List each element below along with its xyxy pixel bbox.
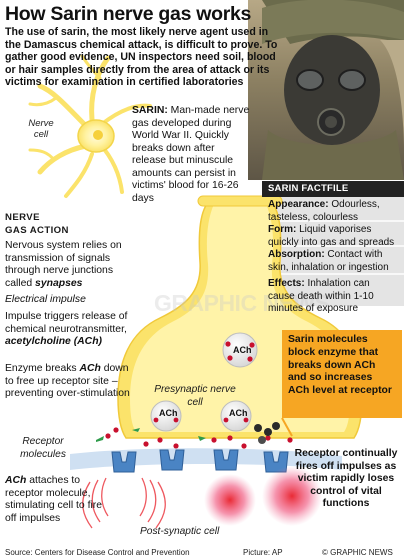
nerve-cell-illustration: [28, 54, 152, 198]
ach-term: ACh: [79, 363, 101, 374]
receptor-molecules: [111, 449, 289, 473]
synapse-explanation: Nervous system relies on transmission of…: [5, 240, 130, 290]
heading-line-1: NERVE: [5, 212, 40, 223]
factfile-row-effects: Effects: Inhalation can cause death with…: [262, 276, 404, 318]
factfile-label: Absorption:: [268, 249, 325, 260]
vesicle-left: [150, 400, 182, 432]
ach-molecules-cleft: [105, 427, 293, 449]
sarin-lead: SARIN:: [132, 105, 168, 116]
sarin-pointer: [281, 417, 293, 437]
acetylcholine-term: acetylcholine (ACh): [5, 336, 102, 347]
receptor-fire-text: Receptor continually fires off impulses …: [294, 448, 398, 509]
vesicle-right: [220, 400, 252, 432]
axon-myelin: [197, 195, 283, 207]
ach-label-top: ACh: [233, 345, 252, 355]
ach-label-left: ACh: [159, 408, 178, 418]
factfile-label: Form:: [268, 224, 297, 235]
nerve-cell-label: Nerve cell: [28, 118, 54, 140]
electrical-impulse-label: Electrical impulse: [5, 294, 86, 305]
ach-attach-explanation: ACh attaches to receptor molecule, stimu…: [5, 475, 115, 525]
factfile-header: SARIN FACTFILE: [262, 181, 404, 197]
receptor-molecules-label: Receptor molecules: [20, 436, 66, 460]
enzyme-arrows: [96, 428, 206, 442]
picture-credit: Picture: AP: [243, 548, 283, 557]
factfile-row-form: Form: Liquid vaporises quickly into gas …: [262, 222, 404, 251]
impulse-text: Impulse triggers release of chemical neu…: [5, 311, 128, 335]
impulse-glow-right: [262, 466, 322, 526]
copyright: © GRAPHIC NEWS: [322, 548, 393, 557]
enzyme-explanation: Enzyme breaks ACh down to free up recept…: [5, 363, 135, 401]
footer: Source: Centers for Disease Control and …: [0, 547, 404, 560]
ach-term: ACh: [5, 475, 27, 486]
intro-paragraph: The use of sarin, the most likely nerve …: [5, 26, 278, 89]
factfile-background: [262, 196, 404, 306]
factfile-value: Contact with skin, inhalation or ingesti…: [268, 249, 389, 273]
page-title: How Sarin nerve gas works: [5, 3, 252, 25]
sarin-molecules: [254, 422, 280, 444]
soldier-gas-mask-photo: [248, 0, 404, 180]
impulse-glow-center: [204, 474, 256, 526]
signal-waves: [82, 477, 166, 529]
sarin-text: Man-made nerve gas developed during Worl…: [132, 105, 250, 204]
synapses-term: synapses: [35, 277, 83, 289]
factfile-value: Odourless, tasteless, colourless: [268, 199, 380, 223]
factfile-value: Liquid vaporises quickly into gas and sp…: [268, 224, 395, 248]
enzyme-text-pre: Enzyme breaks: [5, 363, 80, 374]
ach-attach-text: attaches to receptor molecule, stimulati…: [5, 475, 103, 524]
watermark: GRAPHIC NEWS: [154, 290, 330, 316]
presynaptic-label: Presynaptic nerve cell: [154, 384, 236, 408]
source-credit: Source: Centers for Disease Control and …: [5, 548, 190, 557]
heading-line-2: GAS ACTION: [5, 224, 69, 236]
synapse-text: Nervous system relies on transmission of…: [5, 240, 122, 289]
impulse-explanation: Impulse triggers release of chemical neu…: [5, 311, 140, 349]
ach-label-right: ACh: [229, 408, 248, 418]
postsynaptic-label: Post-synaptic cell: [140, 526, 220, 537]
factfile-row-appearance: Appearance: Odourless, tasteless, colour…: [262, 197, 404, 226]
factfile-row-absorption: Absorption: Contact with skin, inhalatio…: [262, 247, 404, 276]
factfile-label: Effects:: [268, 278, 305, 289]
enzyme-text-post: down to free up receptor site – preventi…: [5, 363, 130, 399]
vesicle-top: [222, 332, 258, 368]
factfile-label: Appearance:: [268, 199, 329, 210]
factfile-value: Inhalation can cause death within 1-10 m…: [268, 278, 374, 314]
sarin-effect-box: Sarin molecules block enzyme that breaks…: [282, 330, 402, 418]
sarin-description: SARIN: Man-made nerve gas developed duri…: [132, 105, 250, 205]
